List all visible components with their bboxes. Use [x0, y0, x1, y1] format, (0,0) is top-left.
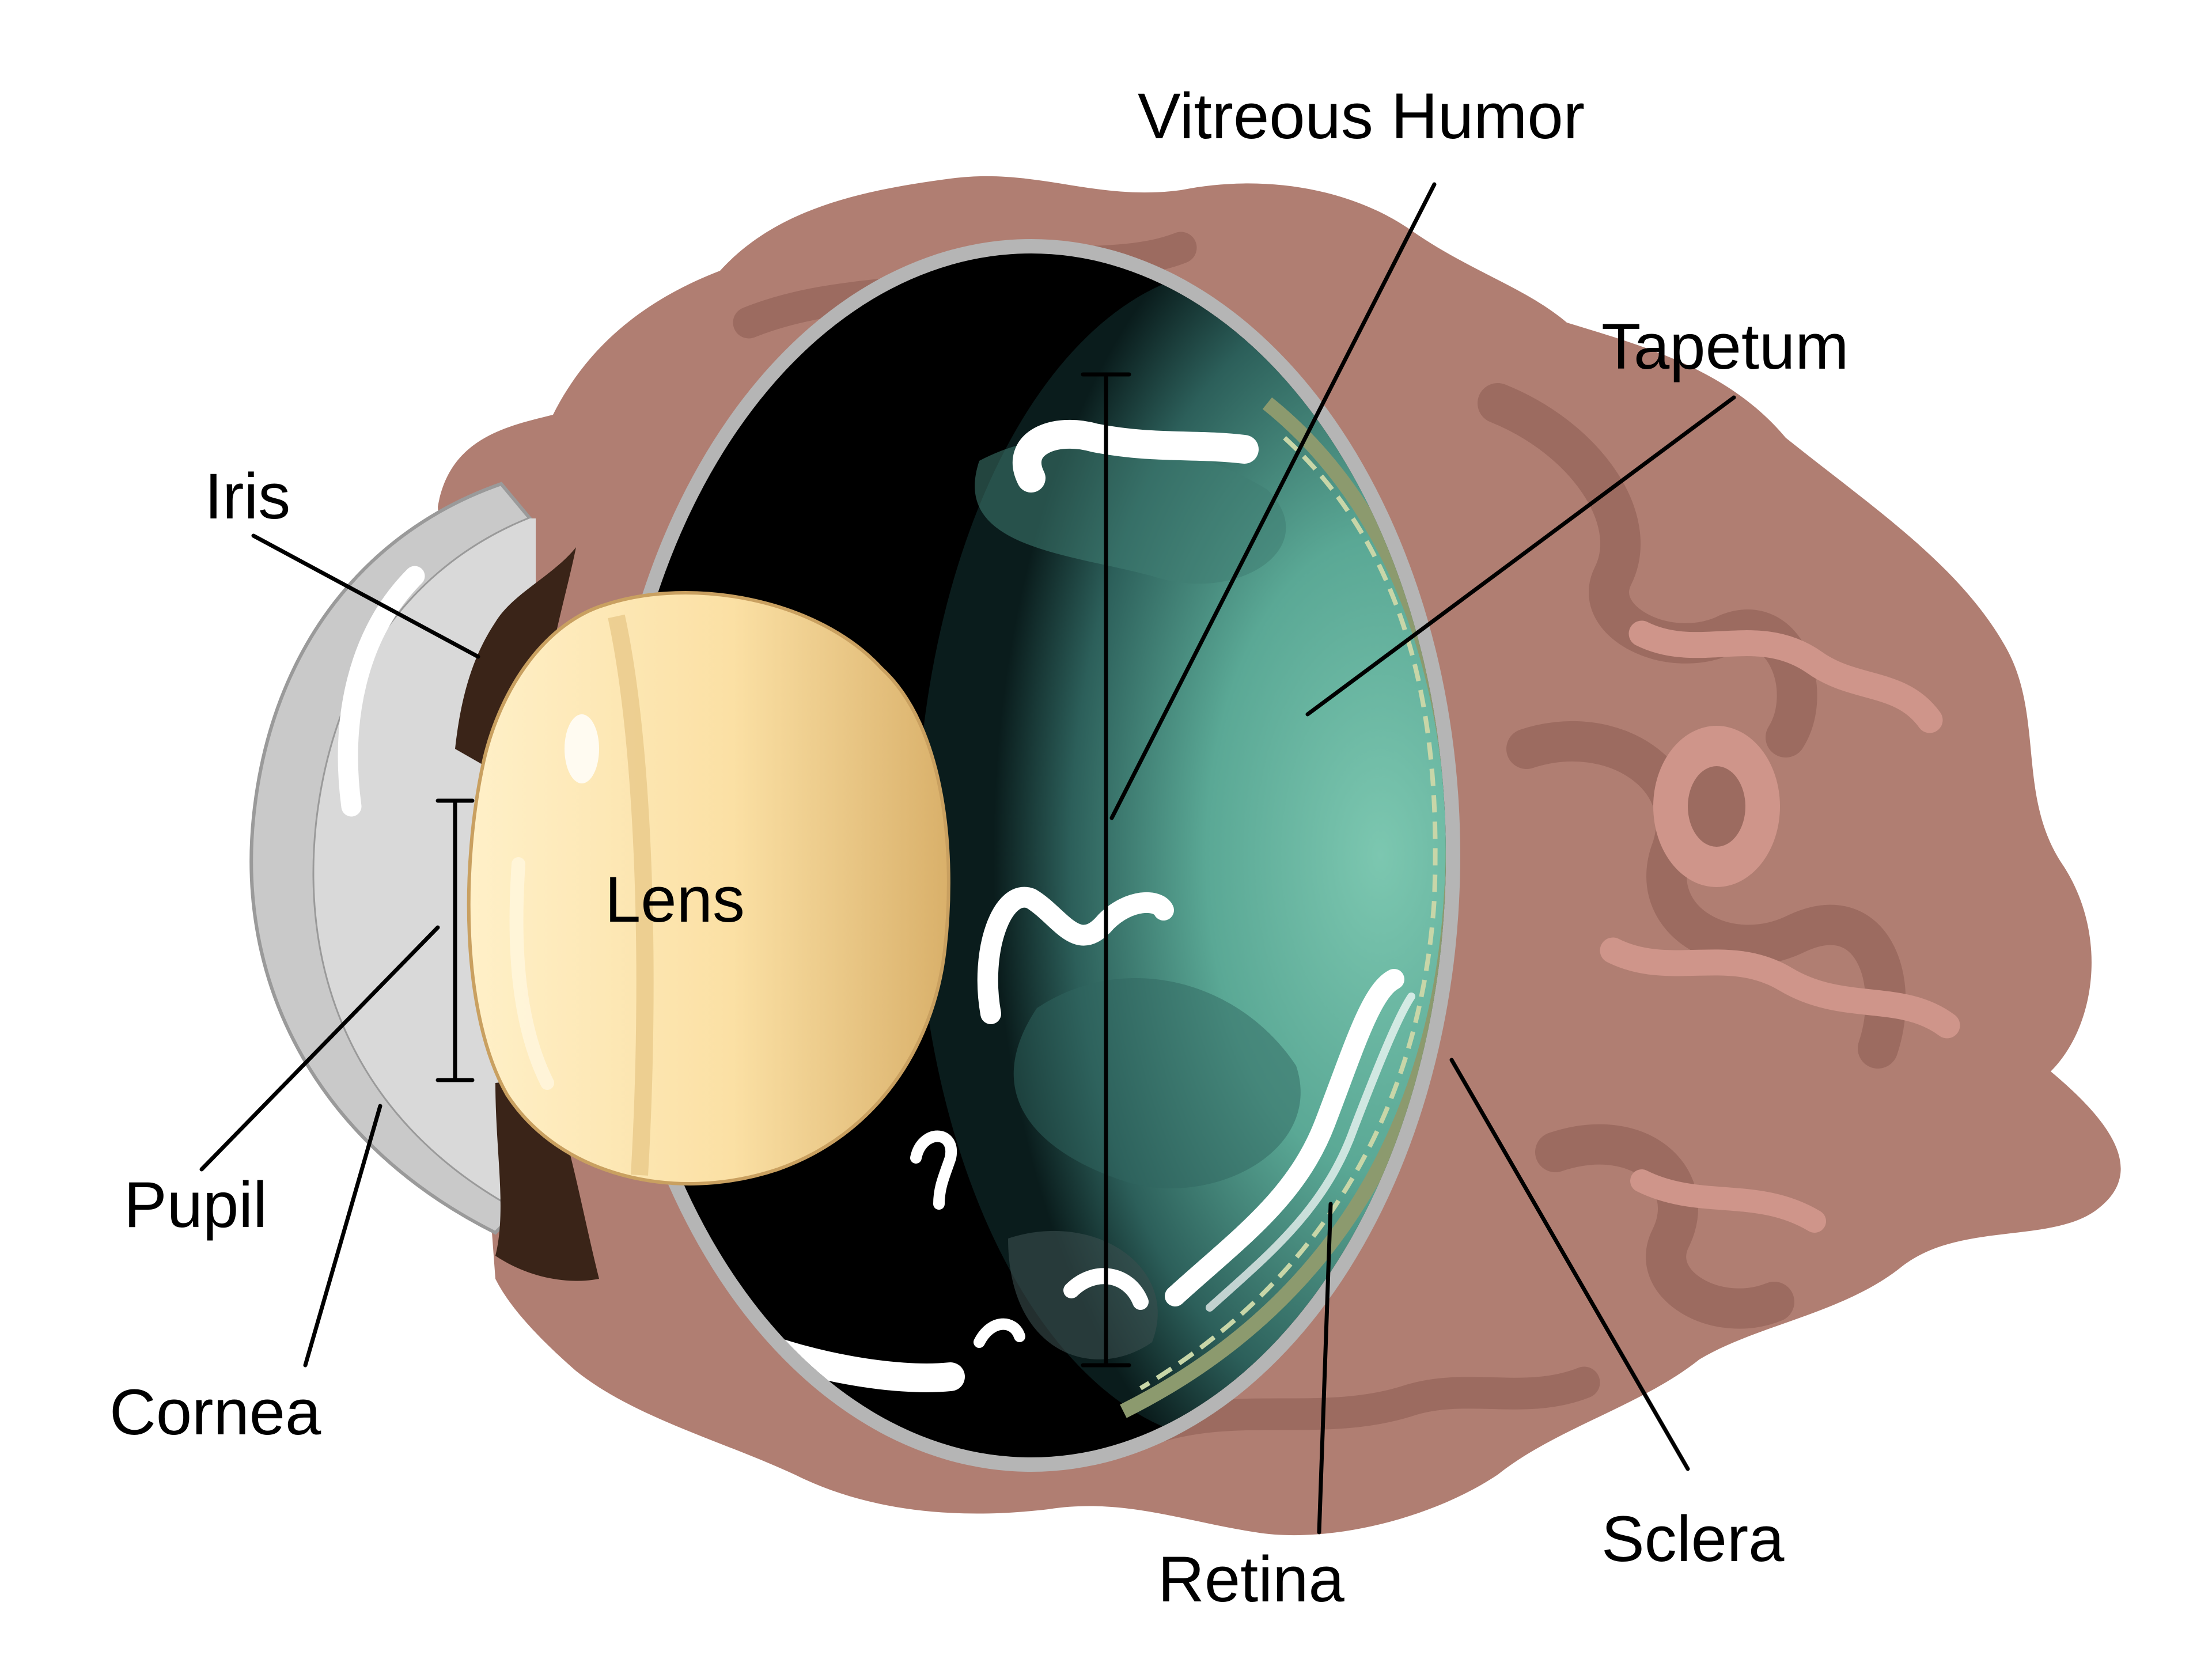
label-cornea: Cornea	[109, 1376, 321, 1448]
retina-vessel	[1139, 436, 1438, 1391]
floater-8	[974, 1318, 1025, 1348]
leader-tapetum	[1305, 395, 1736, 717]
tissue-highlight-1	[1628, 620, 1943, 733]
lens-highlight	[565, 714, 599, 783]
tissue-highlight-3	[1630, 1169, 1826, 1233]
tapetum-cloud-2	[1013, 978, 1301, 1189]
floater-3	[1165, 969, 1404, 1306]
floater-4	[1206, 993, 1415, 1312]
label-vitreous-humor: Vitreous Humor	[1138, 80, 1585, 152]
leader-vitreous-humor	[1109, 182, 1437, 820]
label-iris: Iris	[204, 460, 290, 532]
tissue-fold-2	[1506, 721, 1906, 1069]
tissue-fold-5	[1136, 1366, 1600, 1445]
leader-retina	[1317, 1202, 1333, 1535]
label-tapetum: Tapetum	[1601, 310, 1849, 382]
vitreous-bracket	[1081, 372, 1131, 1368]
label-lens: Lens	[605, 863, 745, 935]
tapetum-cloud-3	[1008, 1230, 1158, 1359]
floater-5	[910, 1130, 957, 1210]
label-sclera: Sclera	[1601, 1503, 1785, 1575]
lens-stripe	[608, 614, 654, 1176]
label-pupil: Pupil	[124, 1169, 267, 1241]
iris-upper	[455, 547, 576, 795]
leader-pupil	[199, 925, 440, 1172]
lens-rim-highlight	[509, 857, 554, 1090]
floater-2	[977, 887, 1174, 1024]
tissue-highlight-2	[1600, 937, 1960, 1039]
pupil-bracket	[435, 798, 475, 1082]
tissue-swirl-core	[1688, 766, 1745, 847]
floater-1	[1013, 419, 1259, 493]
tissue-fold-3	[1535, 1124, 1794, 1329]
floater-7	[1063, 1268, 1149, 1310]
retina	[1120, 397, 1446, 1418]
leader-sclera	[1449, 1058, 1690, 1471]
label-retina: Retina	[1158, 1543, 1344, 1615]
leader-iris	[251, 533, 480, 659]
tapetum-cloud-1	[975, 435, 1286, 584]
iris-group	[455, 547, 599, 1281]
leader-cornea	[303, 1104, 382, 1368]
iris-lower	[495, 1077, 599, 1281]
cornea-highlight	[338, 566, 425, 817]
lens-group	[467, 590, 950, 1185]
